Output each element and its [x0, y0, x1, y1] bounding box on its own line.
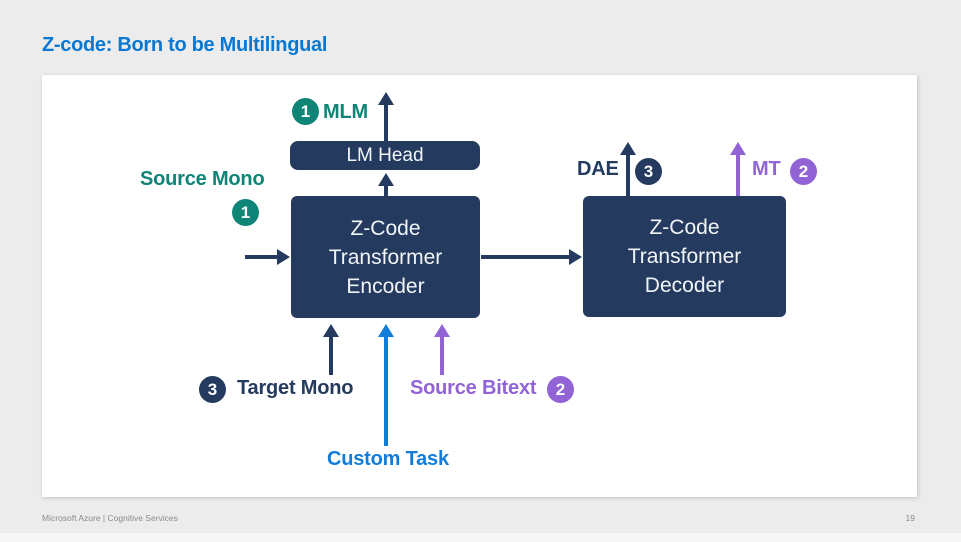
source-bitext-input-arrow-icon — [434, 324, 450, 375]
lm-head-box: LM Head — [290, 141, 480, 170]
decoder-line-1: Z-Code — [649, 216, 720, 239]
dae-number-badge: 3 — [635, 158, 662, 185]
decoder-box: Z-Code Transformer Decoder — [583, 196, 786, 317]
page-title: Z-code: Born to be Multilingual — [42, 34, 328, 56]
encoder-line-3: Encoder — [346, 274, 425, 298]
decoder-line-2: Transformer — [627, 245, 742, 268]
bottom-strip — [0, 533, 961, 542]
encoder-input-arrow-icon — [245, 249, 290, 265]
encoder-to-decoder-arrow-icon — [481, 249, 582, 265]
target-mono-input-arrow-icon — [323, 324, 339, 375]
footer-page-number: 19 — [905, 513, 915, 523]
source-bitext-label: Source Bitext — [410, 377, 537, 399]
decoder-line-3: Decoder — [644, 274, 725, 297]
source-mono-number-badge: 1 — [232, 199, 259, 226]
footer-brand: Microsoft Azure | Cognitive Services — [42, 513, 178, 523]
mlm-number-badge: 1 — [292, 98, 319, 125]
target-mono-label: Target Mono — [237, 377, 354, 399]
target-mono-number-badge: 3 — [199, 376, 226, 403]
encoder-box: Z-Code Transformer Encoder — [291, 196, 480, 318]
lm-head-label: LM Head — [346, 145, 424, 166]
dae-label: DAE — [577, 158, 619, 180]
encoder-to-lmhead-arrow-icon — [378, 173, 394, 196]
mt-label: MT — [752, 158, 781, 180]
encoder-line-2: Transformer — [328, 245, 443, 269]
mlm-output-arrow-icon — [378, 92, 394, 141]
dae-output-arrow-icon — [620, 142, 636, 196]
mt-output-arrow-icon — [730, 142, 746, 196]
custom-task-label: Custom Task — [327, 448, 449, 470]
source-bitext-number-badge: 2 — [547, 376, 574, 403]
custom-task-input-arrow-icon — [378, 324, 394, 446]
encoder-line-1: Z-Code — [350, 216, 421, 240]
mlm-label: MLM — [323, 101, 368, 123]
source-mono-label: Source Mono — [140, 168, 265, 190]
mt-number-badge: 2 — [790, 158, 817, 185]
